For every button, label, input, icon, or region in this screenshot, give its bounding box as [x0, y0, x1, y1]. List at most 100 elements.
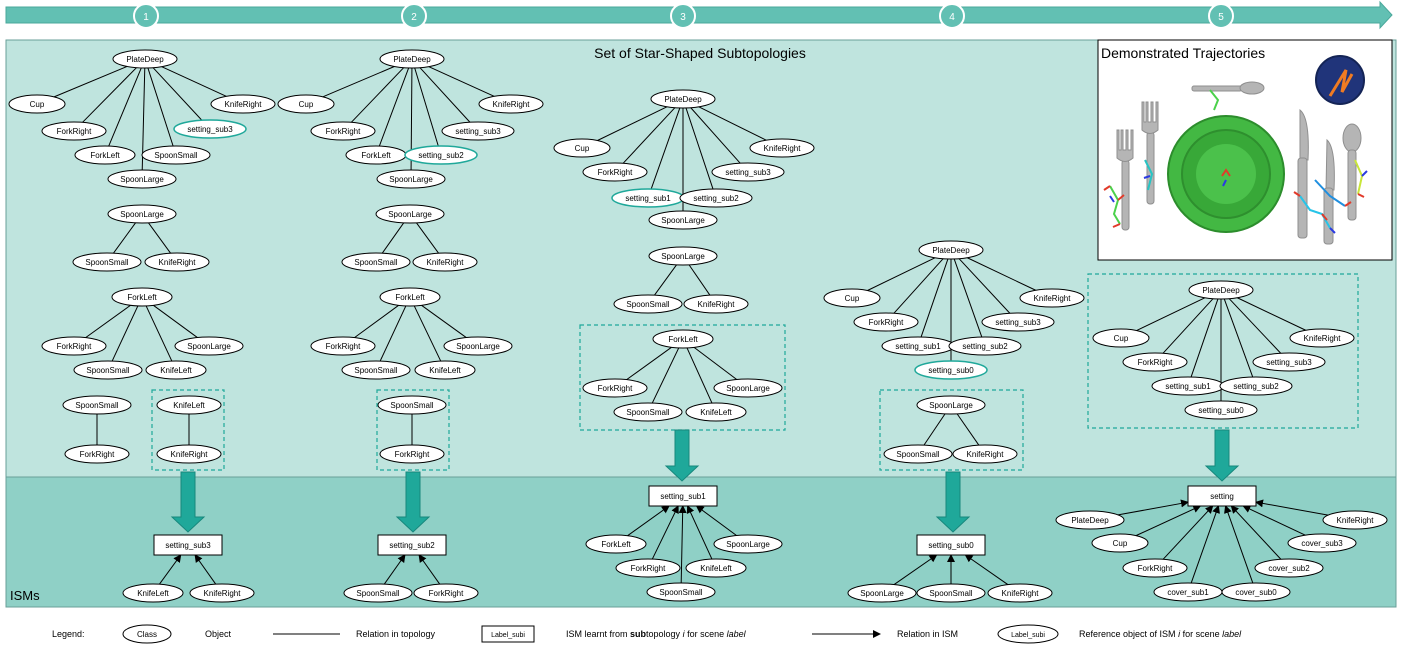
node-label: setting_sub1 [895, 342, 941, 351]
ism-edge [1117, 499, 1189, 516]
node-label: ForkRight [57, 127, 92, 136]
object-node-n1d_forkright: ForkRight [64, 444, 130, 464]
node-ellipse [145, 360, 207, 380]
node-ellipse [916, 395, 986, 415]
object-node-n3b_spoonsmall: SpoonSmall [613, 294, 683, 314]
object-node-n4a_sub3: setting_sub3 [981, 312, 1055, 332]
topology-edge [626, 346, 672, 381]
step-4: 4 [939, 3, 965, 29]
topologies-title: Set of Star-Shaped Subtopologies [594, 45, 806, 61]
node-ellipse [847, 583, 917, 603]
node-label: setting_sub3 [1266, 358, 1312, 367]
ism-edge [686, 505, 713, 560]
object-node-n1a_spoonsmall: SpoonSmall [141, 145, 211, 165]
node-label: KnifeRight [204, 589, 242, 598]
ism-edge [1255, 499, 1329, 516]
node-label: SpoonLarge [120, 175, 164, 184]
node-label: setting_sub3 [187, 125, 233, 134]
ism-edge [627, 505, 670, 537]
object-node-n2a_spoonlarge: SpoonLarge [376, 169, 446, 189]
legend-relation-topology: Relation in topology [356, 629, 436, 639]
topology-edge [152, 67, 203, 121]
node-label: SpoonSmall [929, 589, 972, 598]
node-ellipse [413, 583, 479, 603]
topology-edge [82, 67, 137, 123]
node-ellipse [1252, 352, 1326, 372]
object-node-n5a_sub3: setting_sub3 [1252, 352, 1326, 372]
ism-rect [153, 534, 223, 556]
node-ellipse [1091, 533, 1149, 553]
legend-ref-text: Reference object of ISM i for scene labe… [1079, 629, 1242, 639]
node-label: ForkRight [869, 318, 904, 327]
node-ellipse [711, 162, 785, 182]
node-label: SpoonSmall [354, 366, 397, 375]
node-ellipse [156, 444, 222, 464]
node-ellipse [648, 246, 718, 266]
node-label: ForkRight [631, 564, 666, 573]
node-label: setting_sub0 [1198, 406, 1244, 415]
object-node-i4_spoonlarge: SpoonLarge [847, 583, 917, 603]
object-node-n2a_forkleft: ForkLeft [345, 145, 407, 165]
object-node-n2a_forkright: ForkRight [310, 121, 376, 141]
node-ellipse [341, 252, 411, 272]
node-ellipse [173, 119, 247, 139]
object-node-n3a_kniferight: KnifeRight [749, 138, 815, 158]
node-label: KnifeRight [159, 258, 197, 267]
ism-edge [159, 554, 182, 585]
node-label: PlateDeep [1202, 286, 1240, 295]
ism-edge [418, 554, 441, 585]
node-ellipse [1289, 328, 1355, 348]
object-node-i5_cover2: cover_sub2 [1254, 558, 1324, 578]
topology-edge [953, 258, 983, 338]
object-node-n3c_knifeleft: KnifeLeft [685, 402, 747, 422]
object-node-n3a_cup: Cup [553, 138, 611, 158]
topology-edge [148, 222, 171, 254]
node-ellipse [652, 329, 714, 349]
node-label: setting_sub1 [1165, 382, 1211, 391]
object-node-n2c_root: ForkLeft [379, 287, 441, 307]
node-label: SpoonLarge [661, 252, 705, 261]
node-ellipse [74, 145, 136, 165]
object-node-n2d_root: SpoonSmall [377, 395, 447, 415]
node-label: SpoonSmall [390, 401, 433, 410]
ism-edge [695, 505, 737, 536]
node-label: ForkLeft [90, 151, 120, 160]
object-node-n4a_cup: Cup [823, 288, 881, 308]
node-label: KnifeRight [1034, 294, 1072, 303]
legend-ism-box [481, 625, 535, 643]
node-label: SpoonLarge [661, 216, 705, 225]
node-label: KnifeLeft [173, 401, 205, 410]
topology-edge [1223, 298, 1254, 378]
node-label: KnifeLeft [137, 589, 169, 598]
trajectory-markers [1103, 89, 1368, 234]
legend: Legend: Class Object Relation in topolog… [52, 624, 1242, 644]
topology-edge [920, 258, 949, 338]
node-ellipse [713, 534, 783, 554]
object-node-n4b_kniferight: KnifeRight [952, 444, 1018, 464]
nodes: PlateDeepCupForkRightForkLeftSpoonLarges… [8, 49, 1388, 603]
node-label: KnifeRight [1304, 334, 1342, 343]
node-label: ForkRight [1138, 358, 1173, 367]
legend-object-text: Object [205, 629, 232, 639]
ism-box-i4_box: setting_sub0 [916, 534, 986, 556]
object-node-i5_cup: Cup [1091, 533, 1149, 553]
node-ellipse [1184, 400, 1258, 420]
frame-4 [879, 389, 1024, 471]
big-arrow-2 [395, 471, 431, 533]
node-label: ForkLeft [127, 293, 157, 302]
node-ellipse [478, 94, 544, 114]
object-node-n3a_forkright: ForkRight [582, 162, 648, 182]
object-node-i3_spoonlarge: SpoonLarge [713, 534, 783, 554]
step-3: 3 [670, 3, 696, 29]
node-ellipse [144, 252, 210, 272]
node-label: Cup [575, 144, 590, 153]
node-label: setting_sub3 [725, 168, 771, 177]
ism-rect [1187, 485, 1257, 507]
trajectories-title: Demonstrated Trajectories [1101, 45, 1265, 61]
node-label: setting_sub2 [418, 151, 464, 160]
ism-rect [916, 534, 986, 556]
node-label: SpoonLarge [726, 540, 770, 549]
node-ellipse [914, 360, 988, 380]
node-ellipse [277, 94, 335, 114]
node-ellipse [41, 336, 107, 356]
